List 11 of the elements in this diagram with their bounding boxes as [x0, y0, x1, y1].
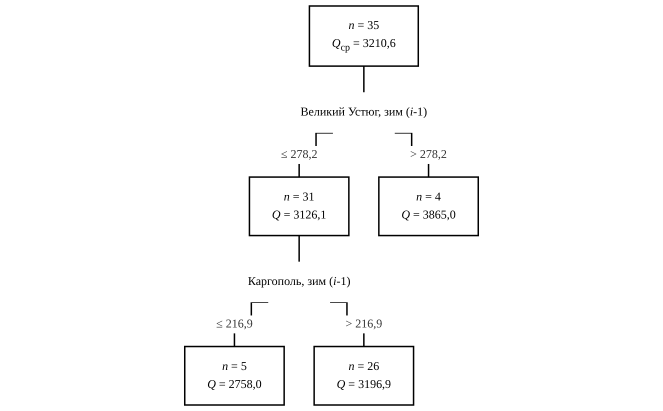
edge-label: > 278,2	[410, 148, 447, 161]
connector	[298, 234, 300, 263]
node-box: n = 35 Q$_{ср}$ = 3210,6	[308, 5, 420, 67]
connector	[363, 65, 365, 94]
edge-label: ≤ 216,9	[216, 318, 253, 330]
edge-label: > 216,9	[345, 318, 382, 330]
node-box: n = 26 Q = 3196,9	[313, 346, 414, 406]
node-box: n = 4 Q = 3865,0	[378, 176, 479, 236]
node-box: n = 31 Q = 3126,1	[248, 176, 350, 236]
edge-label: ≤ 278,2	[280, 148, 318, 161]
node-box: n = 5 Q = 2758,0	[184, 346, 285, 406]
